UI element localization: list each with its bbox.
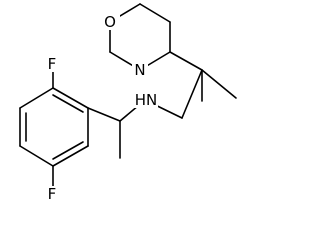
- bond: [139, 3, 171, 23]
- benzene-ring: [19, 87, 121, 167]
- bond: [52, 87, 89, 109]
- label-mask: [100, 14, 120, 30]
- bond: [52, 145, 89, 167]
- bond: [201, 69, 237, 99]
- bond: [181, 69, 203, 119]
- bond: [52, 141, 84, 160]
- bond: [52, 94, 84, 113]
- oxygen-label: O: [104, 13, 116, 31]
- label-mask: [44, 186, 60, 202]
- fluorine-bottom-label: F: [48, 185, 57, 203]
- bond: [169, 51, 203, 71]
- label-mask: [44, 56, 60, 72]
- morpholine-nitrogen-label: N: [134, 61, 145, 79]
- chemical-structure: O N HN F F: [19, 3, 237, 203]
- amine-nh-label: HN: [135, 91, 158, 109]
- bond: [19, 145, 54, 167]
- label-mask: [132, 62, 148, 78]
- label-mask: [134, 92, 158, 108]
- bond: [19, 87, 54, 109]
- fluorine-top-label: F: [48, 55, 57, 73]
- bond: [87, 107, 121, 122]
